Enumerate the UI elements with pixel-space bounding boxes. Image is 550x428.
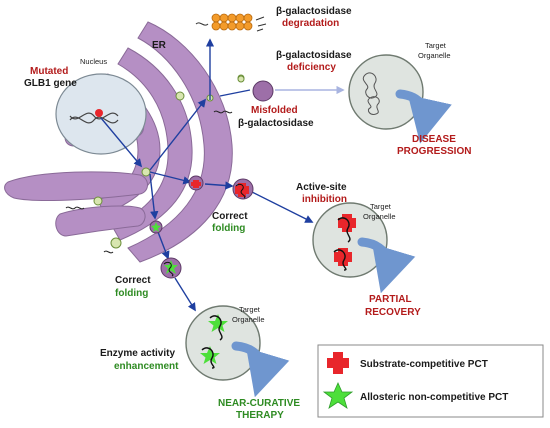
deficiency-label-2: deficiency xyxy=(287,62,336,73)
correct-folding-label-1b: folding xyxy=(212,223,245,234)
near-curative-label-1: NEAR-CURATIVE xyxy=(218,398,300,409)
mutated-label: Mutated xyxy=(30,66,68,77)
vesicle-icon xyxy=(237,75,245,83)
green-star-icon xyxy=(322,382,354,409)
dna-helix-icon xyxy=(69,112,119,124)
target-label-3a: Target xyxy=(239,305,261,314)
partial-label-1: PARTIAL xyxy=(369,294,412,305)
peptide-chains xyxy=(65,110,233,254)
degradation-label-2: degradation xyxy=(282,18,339,29)
legend: Substrate-competitive PCT Allosteric non… xyxy=(317,344,544,418)
peptide-fragment-icon xyxy=(195,22,209,26)
legend-item-2-label: Allosteric non-competitive PCT xyxy=(360,392,508,403)
proteasome-icon xyxy=(211,13,253,31)
folded-protein-green xyxy=(160,257,182,279)
deficiency-label-1: β-galactosidase xyxy=(276,50,352,61)
peptide-fragment-icon xyxy=(255,16,267,32)
arrow-to-misfolded xyxy=(219,89,251,97)
active-site-label-2: inhibition xyxy=(302,194,347,205)
target-label-1b: Organelle xyxy=(418,51,451,60)
legend-item-1-label: Substrate-competitive PCT xyxy=(360,359,488,370)
near-curative-label-2: THERAPY xyxy=(236,410,284,421)
degradation-label-1: β-galactosidase xyxy=(276,6,352,17)
active-site-label-1: Active-site xyxy=(296,182,347,193)
correct-folding-label-2b: folding xyxy=(115,288,148,299)
pathway-arrows xyxy=(100,38,314,312)
partial-label-2: RECOVERY xyxy=(365,307,421,318)
red-cross-icon xyxy=(327,352,349,374)
target-label-2b: Organelle xyxy=(363,212,396,221)
enzyme-label-2: enhancement xyxy=(114,361,179,372)
target-organelle-disease xyxy=(348,54,452,144)
target-label-3b: Organelle xyxy=(232,315,265,324)
folded-protein-red xyxy=(232,178,254,200)
misfolded-label-2: β-galactosidase xyxy=(238,118,314,129)
correct-folding-label-1a: Correct xyxy=(212,211,248,222)
misfolded-protein xyxy=(252,80,274,102)
target-label-1a: Target xyxy=(425,41,447,50)
target-label-2a: Target xyxy=(370,202,392,211)
glb1-label: GLB1 gene xyxy=(24,78,77,89)
correct-folding-label-2a: Correct xyxy=(115,275,151,286)
target-organelle-curative xyxy=(185,305,290,398)
misfolded-label-1: Misfolded xyxy=(251,105,298,116)
protein-with-pct-2 xyxy=(149,220,163,234)
enzyme-label-1: Enzyme activity xyxy=(100,348,175,359)
target-organelle-partial xyxy=(312,202,416,294)
disease-label-1: DISEASE xyxy=(412,134,456,145)
mutation-marker xyxy=(95,109,103,117)
red-cross-icon xyxy=(191,180,201,188)
endoplasmic-reticulum xyxy=(4,21,233,263)
disease-label-2: PROGRESSION xyxy=(397,146,471,157)
er-label: ER xyxy=(152,40,167,51)
nucleus-label: Nucleus xyxy=(80,57,107,66)
